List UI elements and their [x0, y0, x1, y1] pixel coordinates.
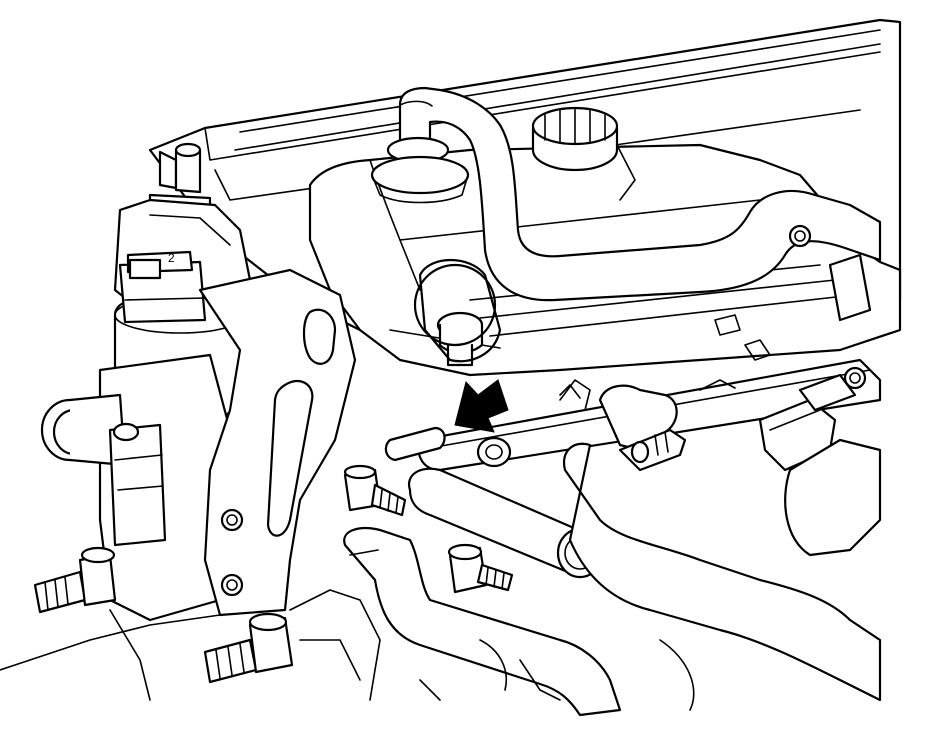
- injector-connector-center: [618, 428, 687, 472]
- pointer-arrow-icon: [454, 379, 509, 433]
- pcv-hose: [370, 86, 882, 302]
- oil-filler-cap: [531, 106, 636, 201]
- mounting-bracket: [198, 268, 357, 617]
- left-hose-fitting: [33, 546, 117, 614]
- misc-details: [419, 314, 771, 711]
- upper-bolt: [413, 258, 502, 367]
- left-housing: [40, 353, 242, 622]
- lower-sensor-stud: [447, 543, 514, 594]
- temp-sensor-stud: [343, 464, 407, 517]
- right-bolts: [788, 224, 872, 390]
- right-sensor-connector: [758, 373, 882, 557]
- small-pin: [384, 426, 446, 462]
- retaining-clip: [476, 436, 512, 468]
- right-hose: [562, 442, 882, 702]
- connector-number-label: 2: [168, 251, 175, 265]
- engine-block-lower: [0, 589, 381, 701]
- lower-hose: [343, 527, 622, 717]
- lower-hose-fitting: [203, 612, 294, 684]
